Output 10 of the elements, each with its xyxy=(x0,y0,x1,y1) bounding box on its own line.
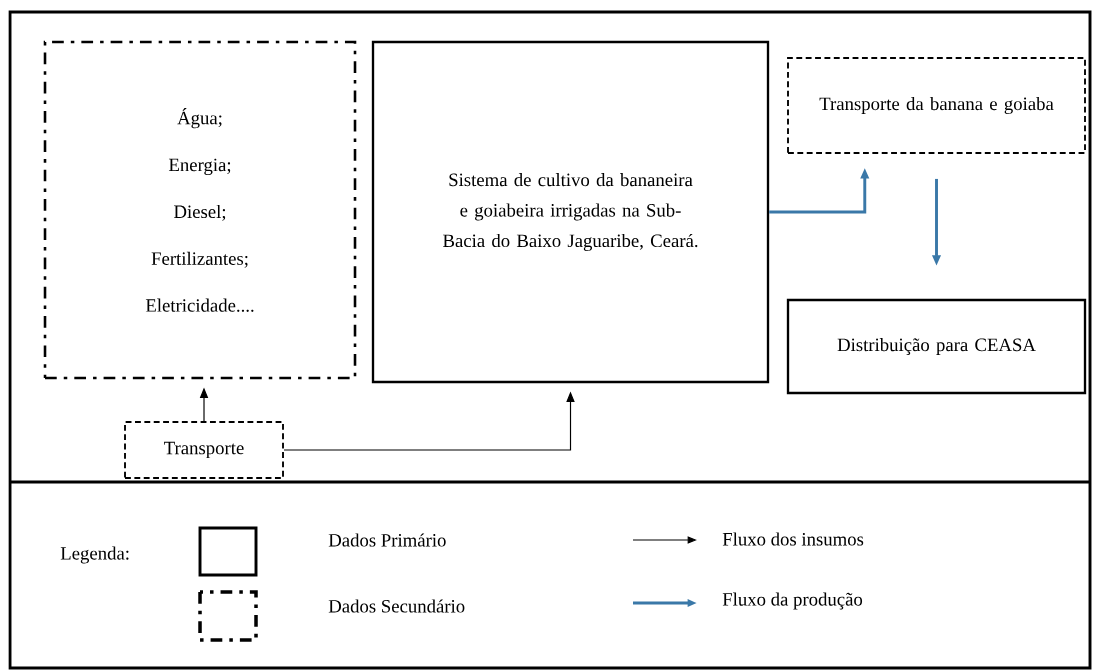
process-box: Transporte xyxy=(124,421,284,479)
legend-title: Legenda: xyxy=(60,546,129,564)
process-box: Transporte da banana e goiaba xyxy=(787,57,1086,154)
legend-text: Dados Secundário xyxy=(328,599,465,613)
input-box: Água; Energia; Diesel; Fertilizantes; Eletricidade.... xyxy=(43,40,357,380)
process-box: Distribuição para CEASA xyxy=(786,298,1087,395)
legend-text: Fluxo dos insumos xyxy=(722,532,864,546)
legend-text: Dados Primário xyxy=(328,533,446,547)
process-box: Sistema de cultivo da bananeira e goiabeira irrigadas na Sub-Bacia do Baixo Jaguaribe, Ceará. xyxy=(371,40,770,384)
legend-text: Fluxo da produção xyxy=(722,592,863,610)
